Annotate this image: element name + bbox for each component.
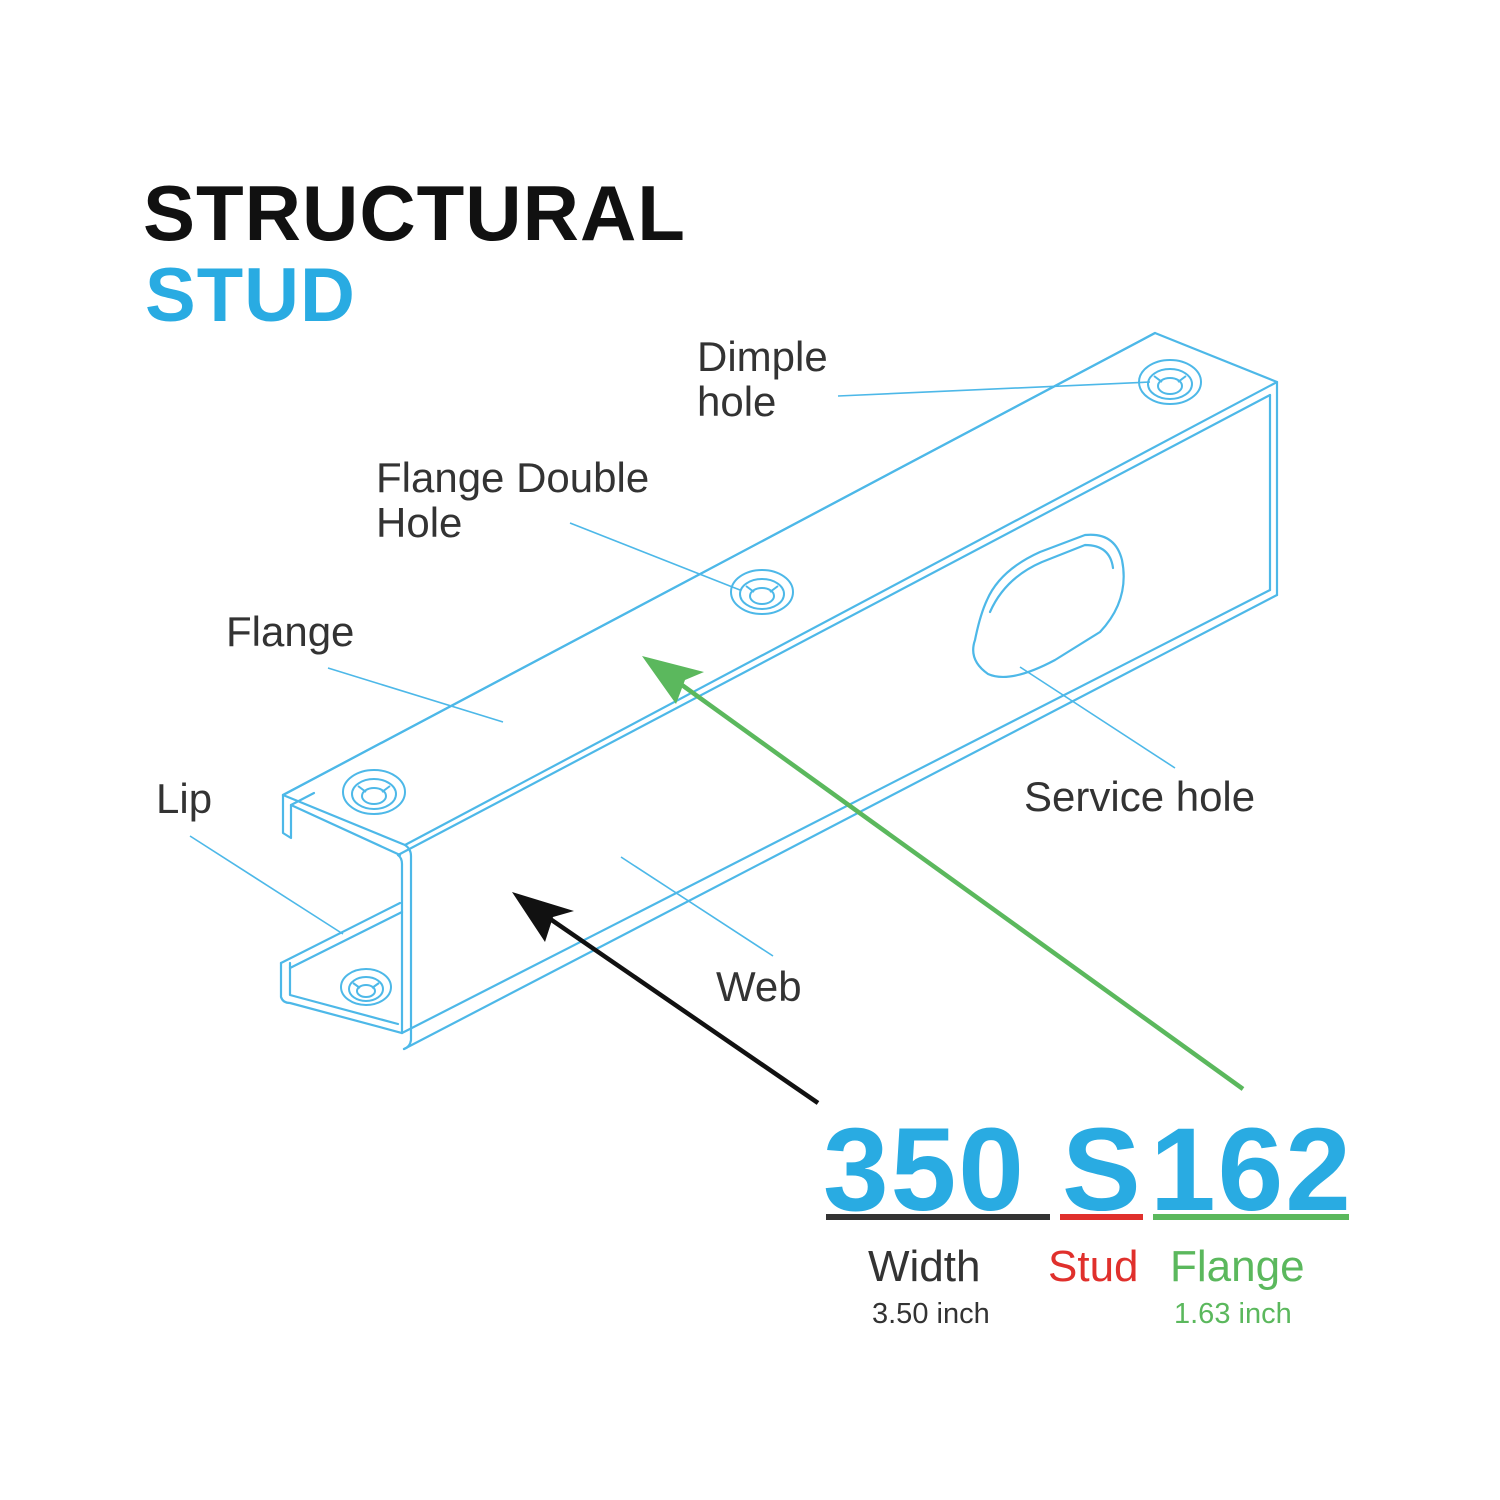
- lip-top: [281, 791, 316, 840]
- callout-flange: Flange: [226, 608, 355, 655]
- callout-dimple-hole: Dimple hole: [697, 334, 828, 424]
- callout-web: Web: [716, 963, 802, 1010]
- designation-width-code: 350: [823, 1104, 1026, 1236]
- title-line-1: STRUCTURAL: [143, 169, 686, 257]
- width-arrow: [512, 892, 820, 1105]
- bottom-lip-inner: [288, 910, 404, 970]
- title-line-2: STUD: [145, 253, 356, 338]
- hole-lip-top: [342, 769, 406, 815]
- bottom-flange-inner: [288, 961, 400, 1026]
- top-flange-fold: [396, 393, 1272, 857]
- legend-width-value: 3.50 inch: [872, 1298, 990, 1330]
- inner-corner: [289, 803, 402, 857]
- flange-arrow: [642, 656, 1245, 1091]
- leader-service-hole: [1019, 666, 1176, 769]
- web-near-inner: [396, 853, 404, 1035]
- callout-service-hole: Service hole: [1024, 773, 1256, 820]
- callout-dimple-hole-line-2: hole: [697, 378, 777, 425]
- hole-bottom-flange: [340, 968, 392, 1006]
- leader-dimple-hole: [837, 381, 1151, 397]
- hole-flange-double: [730, 569, 794, 615]
- legend-flange-value: 1.63 inch: [1174, 1298, 1292, 1330]
- web-bottom-fold: [402, 593, 1279, 1051]
- leader-lip: [189, 835, 344, 935]
- callout-flange-double-hole-line-1: Flange Double: [376, 454, 650, 501]
- web-near-edge: [402, 843, 413, 1051]
- leader-flange-double-hole: [569, 522, 741, 591]
- bottom-flange-outline: [279, 961, 404, 1035]
- flange-underline: [1153, 1214, 1349, 1220]
- leader-flange: [327, 667, 504, 723]
- callout-flange-double-hole: Flange Double Hole: [376, 455, 649, 545]
- flange-arrow-head: [642, 656, 704, 704]
- lip-top-back-edge: [281, 331, 1157, 797]
- callout-dimple-hole-line-1: Dimple: [697, 333, 828, 380]
- leader-web: [620, 856, 774, 957]
- hole-dimple: [1138, 359, 1202, 405]
- callout-lip: Lip: [156, 775, 213, 822]
- width-underline: [826, 1214, 1050, 1220]
- web-bottom-inner: [400, 588, 1272, 1035]
- callout-flange-double-hole-line-2: Hole: [376, 499, 463, 546]
- designation-type-code: S: [1062, 1104, 1143, 1236]
- legend-flange-label: Flange: [1170, 1242, 1305, 1291]
- designation-flange-code: 162: [1150, 1104, 1353, 1236]
- legend-stud-label: Stud: [1048, 1242, 1139, 1291]
- width-arrow-head: [512, 892, 574, 942]
- stud-outline: [279, 331, 1279, 1051]
- service-hole: [972, 533, 1125, 678]
- leader-lines: [189, 381, 1176, 957]
- service-hole-inner: [988, 543, 1115, 614]
- legend-width-label: Width: [868, 1242, 981, 1291]
- stud-underline: [1060, 1214, 1143, 1220]
